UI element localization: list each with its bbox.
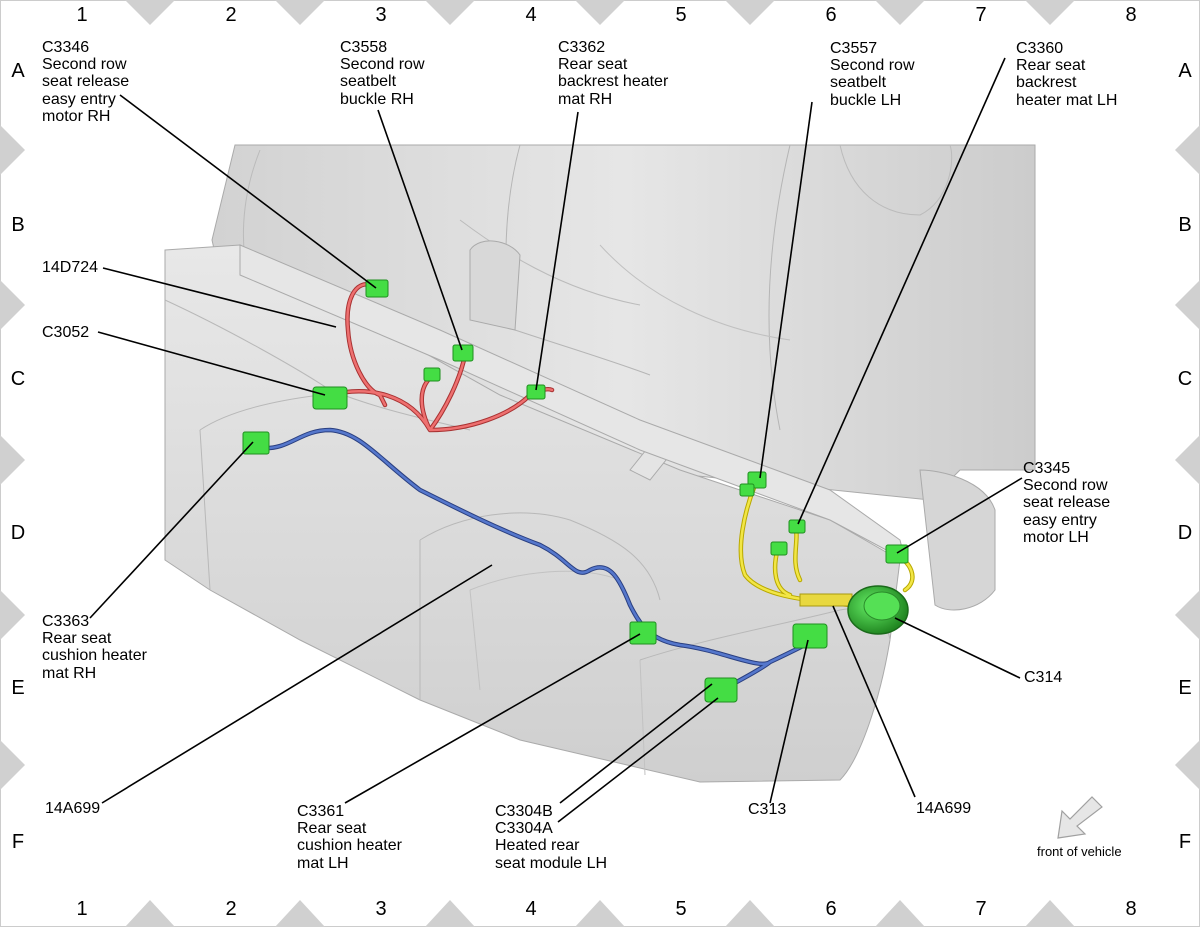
- connector-c3361: [629, 621, 657, 645]
- grid-row-e-left: E: [11, 677, 25, 699]
- grid-row-b-right: B: [1178, 214, 1192, 236]
- connector-c3052: [312, 386, 348, 410]
- frame-top-markers: [125, 0, 1075, 25]
- grid-col-6-top: 6: [825, 4, 837, 26]
- connector-c3360-b: [770, 541, 788, 556]
- connector-c3304: [704, 677, 738, 703]
- grid-col-2-bottom: 2: [225, 898, 237, 920]
- connector-c3558-b: [423, 367, 441, 382]
- connector-c3363: [242, 431, 270, 455]
- label-c3346: C3346 Second row seat release easy entry…: [42, 39, 130, 125]
- grid-col-1-bottom: 1: [76, 898, 88, 920]
- grid-col-5-bottom: 5: [675, 898, 687, 920]
- grid-col-4-bottom: 4: [525, 898, 537, 920]
- grid-col-1-top: 1: [76, 4, 88, 26]
- front-of-vehicle-label: front of vehicle: [1037, 844, 1122, 859]
- label-c3557: C3557 Second row seatbelt buckle LH: [830, 40, 915, 109]
- grid-col-3-bottom: 3: [375, 898, 387, 920]
- connector-c3360: [788, 519, 806, 534]
- connector-c313: [792, 623, 828, 649]
- grid-col-8-bottom: 8: [1125, 898, 1137, 920]
- grid-row-d-left: D: [10, 522, 26, 544]
- grid-row-c-right: C: [1177, 368, 1193, 390]
- frame-left-markers: [0, 125, 25, 790]
- front-of-vehicle-arrow-icon: [1057, 796, 1103, 839]
- leader-lines: [89, 57, 1023, 823]
- grid-row-d-right: D: [1177, 522, 1193, 544]
- grid-col-4-top: 4: [525, 4, 537, 26]
- frame-bottom-markers: [125, 900, 1075, 927]
- grid-col-6-bottom: 6: [825, 898, 837, 920]
- label-c3304: C3304B C3304A Heated rear seat module LH: [495, 803, 608, 872]
- label-c3363: C3363 Rear seat cushion heater mat RH: [42, 613, 147, 682]
- grid-row-c-left: C: [10, 368, 26, 390]
- grid-row-e-right: E: [1178, 677, 1192, 699]
- label-c3362: C3362 Rear seat backrest heater mat RH: [558, 39, 669, 108]
- grid-row-f-left: F: [11, 831, 25, 853]
- label-c3361: C3361 Rear seat cushion heater mat LH: [297, 803, 402, 872]
- grid-row-a-right: A: [1178, 60, 1192, 82]
- grid-row-b-left: B: [11, 214, 25, 236]
- label-14d724: 14D724: [42, 259, 99, 276]
- grid-col-5-top: 5: [675, 4, 687, 26]
- label-14a699-right: 14A699: [916, 800, 972, 817]
- connector-c3557-b: [739, 483, 755, 497]
- grid-col-3-top: 3: [375, 4, 387, 26]
- grid-row-f-right: F: [1178, 831, 1192, 853]
- grid-row-a-left: A: [11, 60, 25, 82]
- connector-c314: [799, 585, 909, 635]
- label-c314: C314: [1024, 669, 1063, 686]
- label-14a699-left: 14A699: [45, 800, 101, 817]
- label-c3052: C3052: [42, 324, 90, 341]
- label-c313: C313: [748, 801, 787, 818]
- grid-col-8-top: 8: [1125, 4, 1137, 26]
- label-c3360: C3360 Rear seat backrest heater mat LH: [1016, 40, 1118, 109]
- rear-seat-illustration: [164, 144, 1036, 783]
- frame-right-markers: [1175, 125, 1200, 790]
- grid-col-7-bottom: 7: [975, 898, 987, 920]
- label-c3345: C3345 Second row seat release easy entry…: [1023, 460, 1111, 546]
- connector-c3558: [452, 344, 474, 362]
- grid-col-2-top: 2: [225, 4, 237, 26]
- label-c3558: C3558 Second row seatbelt buckle RH: [340, 39, 425, 108]
- grid-col-7-top: 7: [975, 4, 987, 26]
